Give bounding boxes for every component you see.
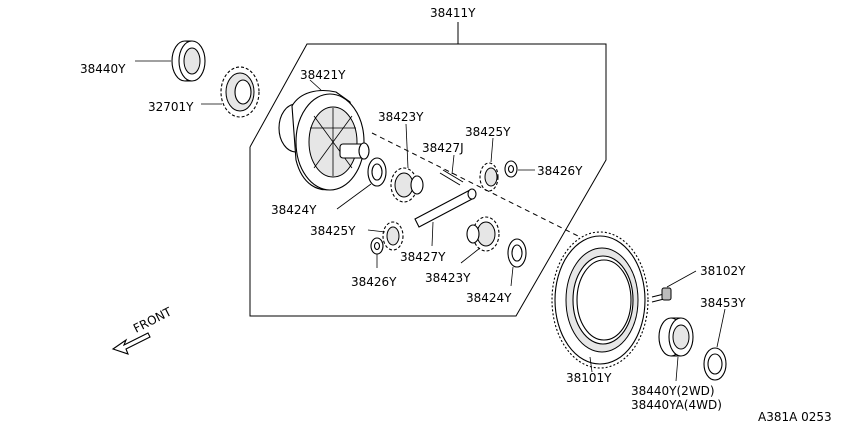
diagram-code: A381A 0253 (758, 410, 832, 424)
label-38427J: 38427J (422, 141, 464, 155)
assembly-axis (371, 132, 593, 244)
label-38424Y-lower: 38424Y (466, 291, 512, 305)
label-32701Y: 32701Y (148, 100, 194, 114)
pinion-gear-upper (479, 137, 499, 192)
pinion-washer-upper (504, 160, 535, 178)
ring-gear-bolt (651, 270, 697, 303)
label-38426Y-lower: 38426Y (351, 275, 397, 289)
shim (703, 308, 727, 381)
label-38427Y: 38427Y (400, 250, 446, 264)
differential-case (278, 79, 370, 191)
label-38453Y: 38453Y (700, 296, 746, 310)
label-38440Y-left: 38440Y (80, 62, 126, 76)
label-38425Y-lower: 38425Y (310, 224, 356, 238)
front-arrow-icon (111, 332, 151, 355)
pinion-washer-lower (370, 237, 384, 268)
pinion-shaft (414, 188, 477, 247)
label-38411Y: 38411Y (430, 6, 476, 20)
side-gear-upper (390, 123, 424, 203)
ring-gear (551, 231, 649, 373)
side-washer-upper (336, 157, 387, 210)
label-38423Y-lower: 38423Y (425, 271, 471, 285)
pinion-shaft-pin (439, 154, 464, 186)
label-38421Y: 38421Y (300, 68, 346, 82)
label-38425Y-upper: 38425Y (465, 125, 511, 139)
side-gear-lower (460, 216, 500, 264)
speedometer-gear (201, 66, 260, 118)
label-38423Y-upper: 38423Y (378, 110, 424, 124)
label-38426Y-upper: 38426Y (537, 164, 583, 178)
right-bearing (658, 317, 694, 382)
label-38440Y-2wd: 38440Y(2WD) (631, 384, 715, 398)
side-washer-lower (507, 238, 527, 287)
label-38102Y: 38102Y (700, 264, 746, 278)
pinion-gear-lower (367, 221, 404, 251)
left-bearing (135, 40, 206, 82)
label-38440YA-4wd: 38440YA(4WD) (631, 398, 722, 412)
label-38424Y-upper: 38424Y (271, 203, 317, 217)
label-38101Y: 38101Y (566, 371, 612, 385)
assembly-frame (249, 22, 607, 317)
label-front: FRONT (131, 304, 174, 335)
